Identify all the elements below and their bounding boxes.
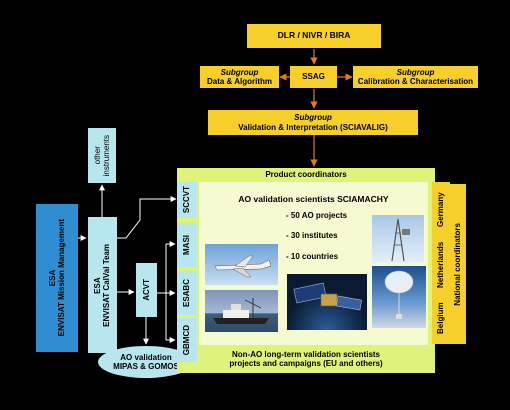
subgroup-label: Data & Algorithm [206,77,273,86]
esa-label: ESA [93,276,103,294]
ship-photo [205,290,278,332]
non-ao-line-2: projects and campaigns (EU and others) [229,359,383,368]
subgroup-title: Subgroup [220,67,259,77]
non-ao-scientists: Non-AO long-term validation scientists p… [177,345,435,373]
bullet-projects: - 50 AO projects [286,211,348,220]
country-belgium: Belgium [436,302,446,334]
instruments-label: instruments [102,134,111,177]
arrow-calval-to-sccvt [117,196,177,239]
tower-icon [391,218,410,262]
ao-bullet-list: - 50 AO projects - 30 institutes - 10 co… [286,211,362,261]
bullet-countries: - 10 countries [286,251,339,261]
national-coordinators-label: National coordinators [453,222,463,306]
esa-mission-management-box: ESA ENVISAT Mission Management [36,204,78,352]
hierarchy-arrows [279,49,353,167]
product-coordinators-label: Product coordinators [265,170,347,180]
subgroup-title: Subgroup [396,67,435,77]
ssag-label: SSAG [302,72,325,82]
agencies-label: DLR / NIVR / BIRA [277,30,351,41]
country-netherlands: Netherlands [436,241,446,289]
bullet-institutes: - 30 institutes [286,231,338,241]
team-esabc: ESABC [177,271,197,315]
ao-title-label: AO validation scientists SCIAMACHY [238,194,389,205]
ssag-box: SSAG [290,66,337,88]
tower-photo [372,215,424,263]
ship-icon [213,298,269,324]
left-arrows [78,184,177,345]
acvt-box: ACVT [136,263,157,317]
countries-column: Germany Netherlands Belgium [432,182,450,344]
non-ao-line-1: Non-AO long-term validation scientists [231,349,380,359]
balloon-icon [384,270,414,319]
product-coordinators: Product coordinators [177,168,435,182]
subgroup-data-algorithm: Subgroup Data & Algorithm [200,66,279,88]
ao-validation-label: AO validation [120,352,172,362]
ao-title: AO validation scientists SCIAMACHY [199,193,428,207]
country-germany: Germany [436,192,446,228]
other-label: other [92,146,102,165]
balloon-photo [372,266,426,328]
agencies-box: DLR / NIVR / BIRA [247,24,381,48]
aircraft-icon [214,255,272,278]
calval-team-label: ENVISAT CalVal Team [102,243,112,327]
subgroup-title: Subgroup [294,113,332,123]
satellite-icon [293,282,363,311]
other-instruments-box: other instruments [88,128,116,183]
masi-label: MASI [182,235,192,255]
team-gbmcd: GBMCD [177,318,197,362]
gbmcd-label: GBMCD [182,324,192,356]
satellite-photo [287,274,367,330]
national-coordinators-box: National coordinators [450,184,466,344]
aircraft-photo [205,244,278,285]
subgroup-calibration: Subgroup Calibration & Characterisation [353,66,478,88]
team-masi: MASI [177,223,197,267]
team-sccvt: SCCVT [177,182,197,218]
subgroup-validation: Subgroup Validation & Interpretation (SC… [208,110,418,135]
esa-calval-team-box: ESA ENVISAT CalVal Team [88,217,117,353]
esabc-label: ESABC [182,278,192,307]
subgroup-label: Calibration & Characterisation [357,77,474,86]
sccvt-label: SCCVT [182,186,192,214]
acvt-label: ACVT [141,279,151,301]
mission-management-label: ENVISAT Mission Management [57,219,66,337]
subgroup-label: Validation & Interpretation (SCIAVALIG) [238,122,388,132]
mipas-gomos-label: MIPAS & GOMOS [113,362,179,371]
esa-label: ESA [47,269,57,287]
